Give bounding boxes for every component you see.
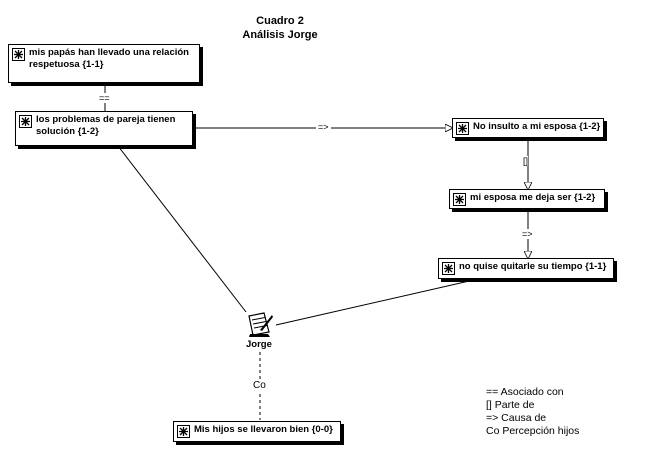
legend-item-associated: == Asociado con <box>486 386 564 398</box>
quote-node-icon <box>19 115 32 128</box>
relation-label-perception: Co <box>253 380 266 391</box>
node-label: mi esposa me deja ser {1-2} <box>470 192 596 203</box>
legend-item-causes: => Causa de <box>486 412 547 424</box>
node-label: No insulto a mi esposa {1-2} <box>473 121 601 132</box>
diagram-title-line2: Análisis Jorge <box>242 29 318 41</box>
diagram-title-line1: Cuadro 2 <box>256 15 304 27</box>
document-label: Jorge <box>246 339 272 350</box>
node-label: los problemas de pareja tienen solución … <box>36 114 176 137</box>
quote-node-icon <box>177 425 190 438</box>
node-label: mis papás han llevado una relación respe… <box>29 47 189 70</box>
node-children-got-along[interactable]: Mis hijos se llevaron bien {0-0} <box>173 421 341 442</box>
node-couple-problems[interactable]: los problemas de pareja tienen solución … <box>15 111 193 146</box>
node-label: Mis hijos se llevaron bien {0-0} <box>194 424 333 435</box>
node-no-insult-wife[interactable]: No insulto a mi esposa {1-2} <box>452 118 604 138</box>
relation-label-part-of: [] <box>523 156 529 166</box>
relation-label-causes-2: => <box>522 229 533 239</box>
relation-label-associated: == <box>99 93 110 103</box>
legend-item-perception: Co Percepción hijos <box>486 425 580 437</box>
relation-label-causes-1: => <box>316 122 331 132</box>
legend: == Asociado con [] Parte de => Causa de … <box>486 386 579 438</box>
legend-item-part-of: [] Parte de <box>486 399 535 411</box>
quote-node-icon <box>442 262 455 275</box>
document-pencil-icon[interactable] <box>246 310 274 338</box>
node-respectful-parents[interactable]: mis papás han llevado una relación respe… <box>8 44 200 83</box>
edge-n2-jorge <box>117 145 247 313</box>
node-wife-lets-me-be[interactable]: mi esposa me deja ser {1-2} <box>449 189 605 209</box>
node-not-take-her-time[interactable]: no quise quitarle su tiempo {1-1} <box>438 258 614 279</box>
node-label: no quise quitarle su tiempo {1-1} <box>459 261 607 272</box>
quote-node-icon <box>453 193 466 206</box>
quote-node-icon <box>12 48 25 61</box>
quote-node-icon <box>456 122 469 135</box>
edge-n5-jorge <box>275 278 479 326</box>
